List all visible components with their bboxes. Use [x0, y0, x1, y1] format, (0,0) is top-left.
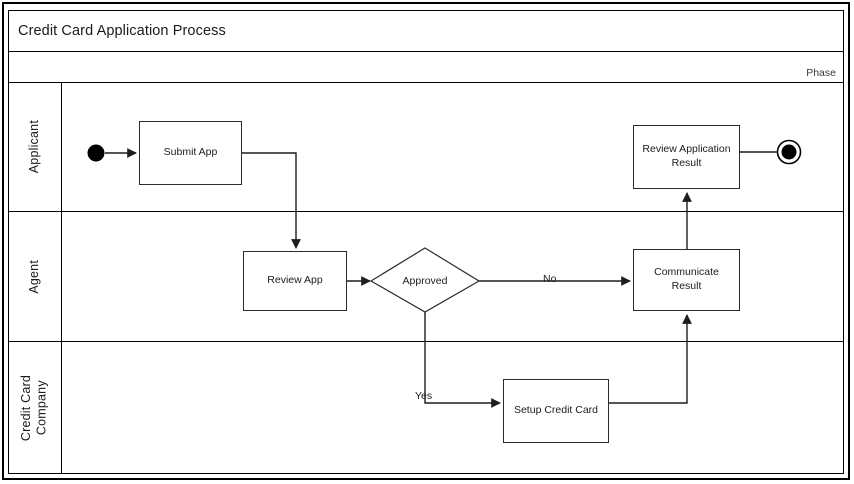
pool-title: Credit Card Application Process: [8, 10, 844, 52]
phase-label: Phase: [806, 67, 836, 79]
approved-gateway-shape[interactable]: [369, 247, 481, 313]
lane-agent: Agent: [8, 212, 844, 342]
pool-title-text: Credit Card Application Process: [18, 22, 226, 39]
task-review-app-label: Review App: [267, 274, 323, 287]
phase-header-band: Phase: [8, 52, 844, 83]
edge-label-yes-text: Yes: [415, 390, 433, 402]
task-submit-app[interactable]: Submit App: [139, 121, 242, 185]
edge-label-yes: Yes: [415, 390, 432, 402]
task-submit-app-label: Submit App: [163, 146, 218, 159]
task-communicate-result-label: Communicate Result: [654, 266, 719, 292]
lane-credit-card-company: Credit Card Company: [8, 342, 844, 474]
lane-label-credit-card-company: Credit Card Company: [8, 342, 62, 474]
end-event-core-icon: [781, 144, 797, 160]
flow-submit-app-to-review-app: [242, 152, 301, 249]
task-setup-credit-card-label: Setup Credit Card: [513, 404, 599, 417]
task-review-app[interactable]: Review App: [243, 251, 347, 311]
task-setup-credit-card[interactable]: Setup Credit Card: [503, 379, 609, 443]
task-communicate-result[interactable]: Communicate Result: [633, 249, 740, 311]
task-review-application-result-label: Review Application Result: [642, 143, 731, 169]
pool-container: [8, 10, 844, 474]
edge-label-no: No: [543, 273, 556, 285]
lane-applicant: Applicant: [8, 83, 844, 212]
flow-setup-credit-card-to-communicate-result: [609, 314, 692, 404]
task-review-application-result[interactable]: Review Application Result: [633, 125, 740, 189]
lane-label-applicant: Applicant: [8, 83, 62, 211]
lane-label-agent: Agent: [8, 212, 62, 341]
edge-label-no-text: No: [543, 273, 557, 285]
flow-approved-yes-to-setup-credit-card: [424, 311, 501, 408]
start-event-icon[interactable]: [87, 144, 105, 162]
